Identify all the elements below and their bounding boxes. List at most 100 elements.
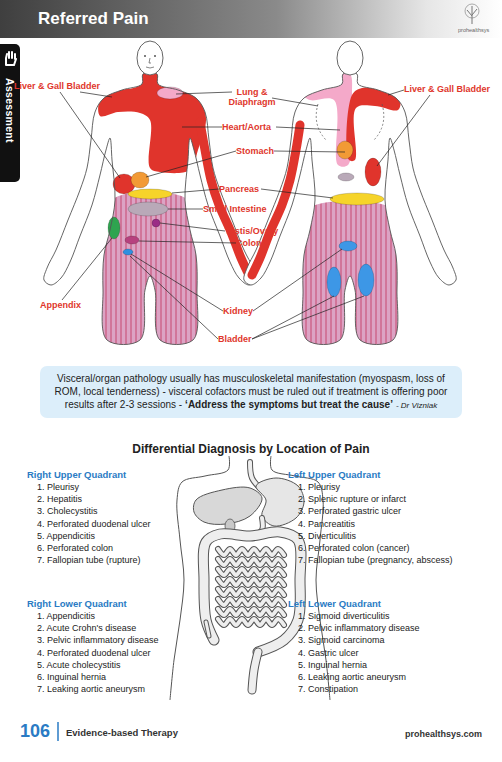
small-intestine-organ [218,599,284,605]
rectum-organ [252,652,258,690]
note-box: Visceral/organ pathology usually has mus… [40,366,462,418]
list-item: 6. Perforated colon (cancer) [298,543,410,553]
organ-zone [365,158,381,186]
list-item: 1. Appendicitis [37,611,95,621]
small-intestine-organ [218,619,284,625]
leader-line [172,189,219,193]
organ-label: Lung & Diaphragm [227,87,277,107]
small-intestine-organ [218,609,284,615]
referral-zones [252,71,404,356]
referral-zone [200,122,249,275]
appendix-organ [206,622,209,636]
leader-line [168,209,203,210]
leader-line [139,241,236,243]
referral-zone [346,87,400,161]
list-item: 6. Leaking aortic aneurysm [298,672,406,682]
organ-label: Bladder [218,334,252,344]
footer-url: prohealthsys.com [380,729,482,739]
leader-line [130,256,218,339]
organ-zone [327,267,341,297]
organ-label: Testis/Ovary [225,226,278,236]
small-intestine-organ [218,569,284,575]
rectum-organ [252,652,258,690]
leader-line [388,90,404,95]
leader-line [274,151,345,152]
page-number: 106 [20,721,50,742]
organ-label: Colon [236,238,262,248]
organ-label: Kidney [223,306,253,316]
organ-label: Stomach [236,146,274,156]
organ-label: Liver & Gall Bladder [404,84,490,94]
leader-line [252,296,334,339]
organ-label: Heart/Aorta [222,122,271,132]
small-intestine-organ [218,579,284,585]
referral-zone [300,71,353,166]
side-tab: Assessment [0,44,20,182]
footer-text: Evidence-based Therapy [66,727,178,738]
colon-organ [203,532,301,652]
list-item: 6. Perforated colon [37,543,113,553]
small-intestine-organ [218,579,284,585]
organ-zone [131,172,149,188]
footer-divider [57,722,59,741]
organ-zone [125,236,139,244]
quadrant-heading: Left Lower Quadrant [288,598,381,609]
leader-line [80,92,112,97]
organ-label: Pancreas [219,184,259,194]
list-item: 7. Constipation [298,684,358,694]
leader-line [253,249,342,311]
list-item: 4. Pancreatitis [298,519,355,529]
organ-zone [330,193,384,205]
leader-line [146,151,236,177]
logo-text: prohealthsys [458,27,489,33]
list-item: 5. Diverticulitis [298,531,356,541]
section-heading: Differential Diagnosis by Location of Pa… [0,442,502,456]
list-item: 3. Perforated gastric ulcer [298,506,401,516]
quadrant-heading: Right Upper Quadrant [27,469,126,480]
small-intestine-organ [218,589,284,595]
page-title: Referred Pain [38,9,149,29]
list-item: 1. Sigmoid diverticulitis [298,611,390,621]
list-item: 2. Pelvic inflammatory disease [298,623,420,633]
list-item: 4. Perforated duodenal ulcer [37,519,151,529]
organ-zone [128,202,168,216]
leader-line [176,92,232,94]
small-intestine-organ [218,549,284,555]
list-item: 6. Inguinal hernia [37,672,106,682]
list-item: 2. Splenic rupture or infarct [298,494,406,504]
organ-zone [152,219,160,227]
leader-line [131,254,223,311]
organ-zone [338,173,354,181]
list-item: 2. Acute Crohn's disease [37,623,136,633]
small-intestine-organ [218,619,284,625]
list-item: 2. Hepatitis [37,494,82,504]
leader-line [276,127,340,130]
organ-zone [337,141,353,159]
organ-zone [358,264,374,296]
liver-organ [193,487,262,524]
list-item: 3. Sigmoid carcinoma [298,635,385,645]
organ-zone [108,217,120,239]
small-intestine-organ [218,559,284,565]
organ-zone [128,189,172,199]
quadrant-heading: Right Lower Quadrant [27,598,127,609]
list-item: 7. Fallopian tube (pregnancy, abscess) [298,555,452,565]
leader-line [60,92,120,178]
organ-label: Liver & Gall Bladder [14,81,100,91]
leader-line [182,127,222,128]
leader-lines [60,90,430,339]
organ-label: Appendix [40,300,81,310]
list-item: 7. Fallopian tube (rupture) [37,555,141,565]
leader-line [377,95,430,166]
list-item: 5. Inguinal hernia [298,660,367,670]
note-text: - Dr Vizniak [396,401,437,410]
hand-icon [3,50,17,66]
list-item: 3. Cholecystitis [37,506,98,516]
list-item: 1. Pleurisy [298,482,340,492]
small-intestine-organ [218,569,284,575]
colon-organ [203,532,301,652]
note-text: ‘Address the symptoms but treat the caus… [185,399,393,410]
logo-icon [465,4,479,24]
quadrant-heading: Left Upper Quadrant [288,469,380,480]
